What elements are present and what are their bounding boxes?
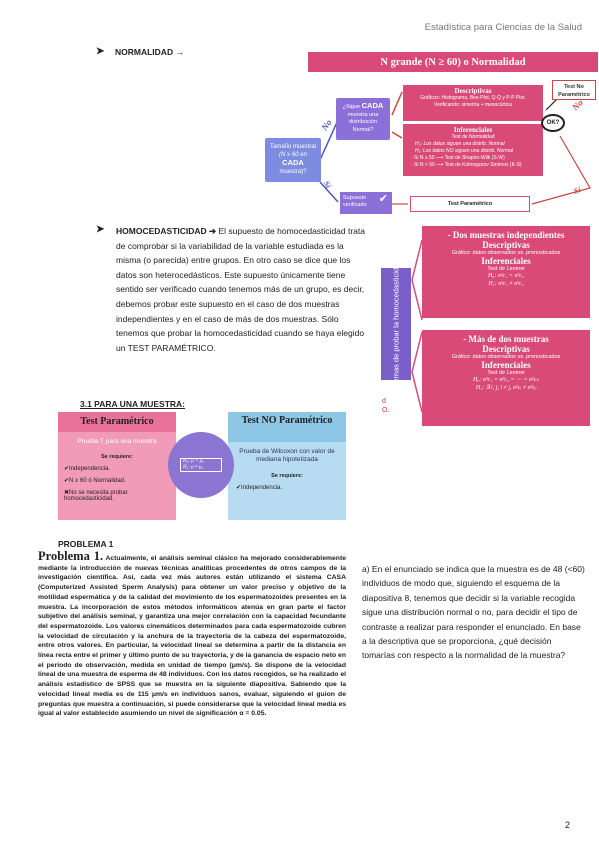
ok-circle: OK?	[541, 114, 565, 132]
panel1-test: Test de Levene	[487, 266, 525, 272]
test-no-parametrico-card: Test NO Paramétrico Prueba de Wilcoxon c…	[228, 412, 346, 520]
arrow-icon: ➔	[206, 226, 217, 236]
nparam-title: Test NO Paramétrico	[228, 412, 346, 442]
hypothesis-box: H₀: μ = μ₀ H₁: μ ≠ μ₀	[180, 458, 222, 472]
panel2-inf-title: Inferenciales	[481, 360, 531, 370]
connector-no	[319, 119, 339, 161]
panel2-desc-title: Descriptivas	[482, 344, 530, 354]
inferenciales-ks: - Si N > 50 ⟶ Test de Kolmogorov Smirnov…	[411, 162, 522, 168]
panel2-h1: H₁: ∃ i, j, i ≠ j, σ²cᵢ ≠ σ²cⱼ	[475, 385, 537, 391]
answer-text: a) En el enunciado se indica que la mues…	[362, 564, 585, 661]
nparam-req: Se requiere:	[271, 473, 303, 479]
panel1-h0: H₀: σ²c₁ = σ²c₂	[488, 273, 524, 279]
hyp-h0: H₀: μ = μ₀	[183, 459, 204, 464]
page-header: Estadística para Ciencias de la Salud	[424, 22, 582, 33]
problema-title: Problema 1.	[38, 549, 104, 563]
descriptivas-line1: Gráficos: Histograma, Box-Plot, Q-Q y P-…	[420, 95, 526, 101]
bullet-arrow-icon: ➤	[96, 224, 105, 235]
panel1-heading: - Dos muestras independientes	[447, 230, 565, 240]
supuesto-line1: Supuesto	[343, 195, 367, 201]
inferenciales-box: Inferenciales Test de Normalidad H₀: Los…	[403, 124, 543, 176]
inferenciales-sw: - Si N ≤ 50 ⟶ Test de Shapiro-Wilk (S-W)	[411, 155, 505, 161]
panel-mas-de-dos-muestras: - Más de dos muestras Descriptivas Gráfi…	[422, 330, 590, 426]
normalidad-connectors	[319, 91, 591, 205]
panel1-h1: H₁: σ²c₁ ≠ σ²c₂	[488, 281, 524, 287]
tam-line2: (N ≥ 60 en	[279, 152, 307, 158]
sigue-line4: Normal?	[352, 126, 374, 133]
panel2-desc-line: Gráfico: datos observados vs. pronostica…	[451, 354, 561, 360]
normalidad-heading: NORMALIDAD →	[115, 47, 184, 57]
bracket-upper	[411, 239, 423, 321]
panel-brackets	[411, 239, 423, 413]
tam-strong: CADA	[282, 158, 304, 167]
inferenciales-h1: H₁: Los datos NO siguen una distrib. Nor…	[415, 148, 514, 154]
panel-dos-muestras: - Dos muestras independientes Descriptiv…	[422, 226, 590, 318]
param-title: Test Paramétrico	[58, 412, 176, 432]
inferenciales-title: Inferenciales	[453, 126, 493, 134]
normalidad-banner: N grande (N ≥ 60) o Normalidad	[308, 52, 598, 72]
problema-heading: PROBLEMA 1	[58, 539, 114, 549]
connector-desc	[391, 91, 403, 116]
inferenciales-h0: H₀: Los datos siguen una distrib. Normal	[415, 141, 505, 147]
supuesto-verificado-box: Supuesto verificado ✔	[340, 192, 392, 214]
text-fragment-2: O.	[382, 407, 390, 414]
panel1-desc-title: Descriptivas	[482, 240, 530, 250]
param-req: Se requiere:	[101, 454, 133, 460]
param-sub: Prueba T para una muestra	[77, 438, 157, 445]
panel2-heading: - Más de dos muestras	[463, 334, 549, 344]
sigue-normal-box: ¿Sigue CADA muestra una distribución Nor…	[336, 98, 390, 140]
descriptivas-title: Descriptivas	[454, 87, 492, 95]
formas-homocedasticidad-label: Formas de probar la homocedasticidad	[381, 259, 411, 389]
panel2-test: Test de Levene	[487, 370, 525, 376]
hypothesis-circle: H₀: μ = μ₀ H₁: μ ≠ μ₀	[168, 432, 234, 498]
param-item-2: ✔N ≥ 60 ó Normalidad.	[64, 478, 126, 484]
sigue-line3: distribución	[349, 119, 377, 125]
connector-ok-si	[531, 135, 591, 205]
page-number: 2	[564, 820, 570, 830]
check-icon: ✔	[378, 193, 388, 205]
connector-ok-no	[545, 97, 559, 111]
descriptivas-line2: Verificando: simetría + mesocúrtica	[434, 102, 512, 108]
nparam-sub: Prueba de Wilcoxon con valor de mediana …	[239, 448, 335, 463]
una-muestra-heading: 3.1 PARA UNA MUESTRA:	[80, 399, 185, 409]
sigue-line1: ¿Sigue	[342, 104, 361, 110]
bracket-lower	[411, 331, 423, 413]
supuesto-line2: verificado	[343, 202, 367, 208]
param-item-3: ✖No se necesita probar homocedasticidad.	[64, 490, 128, 502]
bullet-arrow-icon: ➤	[96, 46, 105, 57]
param-item-1: ✔Independencia.	[64, 466, 111, 472]
homocedasticidad-body: El supuesto de homocedasticidad trata de…	[116, 226, 365, 353]
tam-line1: Tamaño muestral	[269, 144, 317, 150]
connector-inf	[391, 131, 403, 139]
homocedasticidad-heading: HOMOCEDASTICIDAD	[116, 226, 207, 236]
text-fragment-1: d	[382, 398, 386, 405]
problema-body: Actualmente, el análisis seminal clásico…	[38, 555, 346, 718]
panel2-h0: H₀: σ²c₁ = σ²c₂ = ⋯ = σ²cₖ	[472, 377, 540, 383]
test-parametrico-box: Test Paramétrico	[410, 196, 530, 212]
test-parametrico-card: Test Paramétrico Prueba T para una muest…	[58, 412, 176, 520]
descriptivas-box: Descriptivas Gráficos: Histograma, Box-P…	[403, 85, 543, 121]
side-label-text: Formas de probar la homocedasticidad	[391, 258, 401, 390]
sigue-strong: CADA	[361, 101, 384, 110]
panel1-desc-line: Gráfico: datos observados vs. pronostica…	[451, 250, 561, 256]
problema-text: Problema 1. Actualmente, el análisis sem…	[38, 549, 346, 719]
sigue-line2: muestra una	[347, 111, 379, 118]
tamano-muestral-box: Tamaño muestral (N ≥ 60 en CADA muestra)…	[265, 138, 321, 182]
test-no-parametrico-box: Test No Paramétrico	[552, 80, 596, 100]
homocedasticidad-text: HOMOCEDASTICIDAD ➔ El supuesto de homoce…	[116, 224, 366, 355]
hyp-h1: H₁: μ ≠ μ₀	[183, 465, 204, 470]
connector-si	[319, 181, 339, 203]
nparam-item-1: ✔Independencia.	[236, 485, 283, 491]
panel1-inf-title: Inferenciales	[481, 256, 531, 266]
inferenciales-line1: Test de Normalidad	[451, 134, 495, 140]
tam-line3: muestra)?	[279, 169, 307, 175]
